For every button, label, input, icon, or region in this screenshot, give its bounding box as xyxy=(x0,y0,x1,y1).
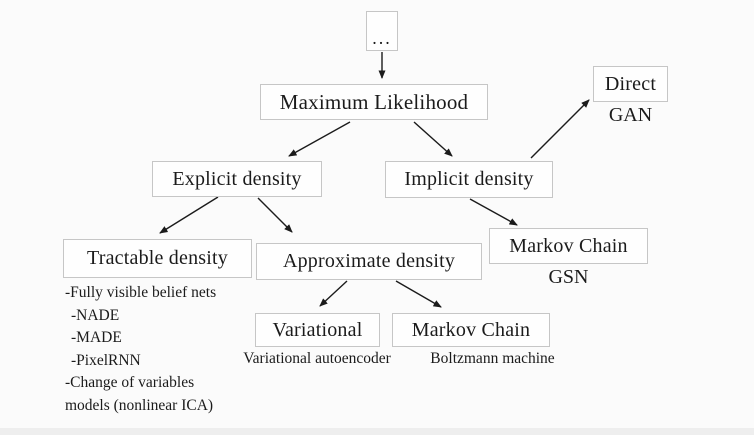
model-list-item: -Change of variables xyxy=(65,374,195,391)
arrow-ml-to-explicit-density xyxy=(288,121,351,157)
node-maximum-likelihood: Maximum Likelihood xyxy=(260,84,488,120)
model-list-item: -Fully visible belief nets xyxy=(65,284,217,301)
node-markov-chain-boltzmann: Markov Chain xyxy=(392,313,550,347)
node-implicit-density: Implicit density xyxy=(385,161,553,198)
node-markov-chain-gsn: Markov Chain xyxy=(489,228,648,264)
model-list-item: models (nonlinear ICA) xyxy=(65,396,214,414)
arrow-implicit-to-markov-chain-gsn xyxy=(469,198,518,226)
arrow-ml-to-implicit-density xyxy=(413,121,453,157)
arrow-approximate-to-variational xyxy=(319,280,348,307)
node-root: ... xyxy=(366,11,398,51)
node-variational: Variational xyxy=(255,313,380,347)
arrow-implicit-to-direct xyxy=(530,99,590,159)
annotation-gsn: GSN xyxy=(548,266,589,288)
annotation-boltzmann-machine: Boltzmann machine xyxy=(430,350,555,367)
node-approximate-density: Approximate density xyxy=(256,243,482,280)
annotation-variational-autoencoder: Variational autoencoder xyxy=(243,350,391,367)
model-list-item: -NADE xyxy=(71,306,120,324)
annotation-gan: GAN xyxy=(608,104,653,126)
arrow-explicit-to-approximate xyxy=(257,197,293,233)
model-list-item: -MADE xyxy=(71,329,122,346)
tractable-density-model-list: -Fully visible belief nets -NADE -MADE -Pix… xyxy=(65,282,216,417)
model-list-item: -PixelRNN xyxy=(71,351,141,369)
node-direct: Direct xyxy=(593,66,668,102)
arrow-approximate-to-markov-chain xyxy=(395,280,442,308)
footer-strip xyxy=(0,428,754,435)
node-explicit-density: Explicit density xyxy=(152,161,322,197)
node-tractable-density: Tractable density xyxy=(63,239,252,278)
arrow-explicit-to-tractable xyxy=(159,196,219,234)
